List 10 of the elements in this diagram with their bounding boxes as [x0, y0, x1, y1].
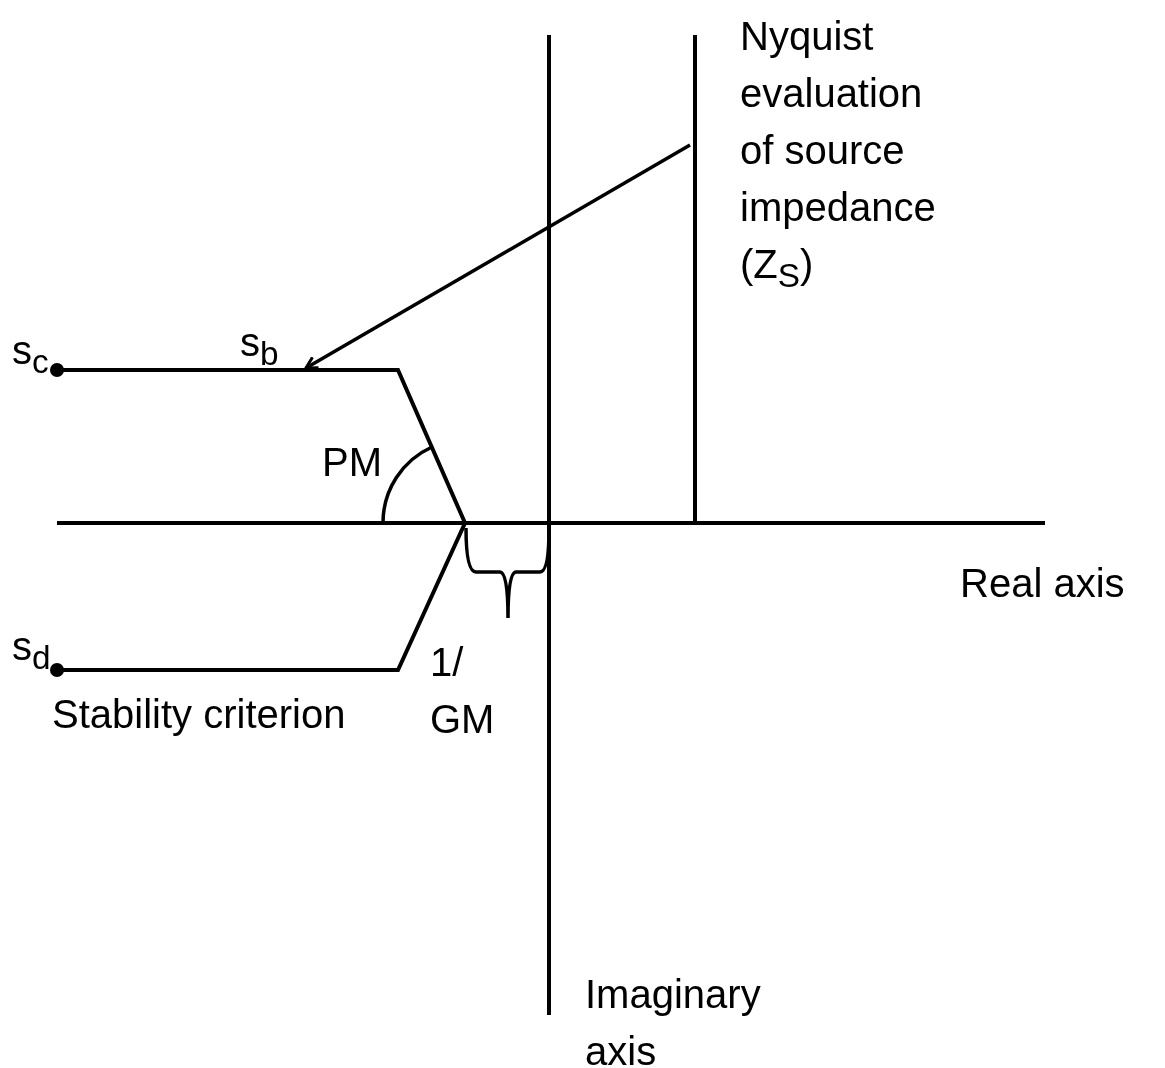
- region-label: Stability criterion: [52, 691, 347, 738]
- axis-label: Imaginary axis: [585, 971, 762, 1068]
- point-label: s$_{b}$: [240, 319, 280, 374]
- axis-label: Real axis: [960, 560, 1126, 607]
- margin-label: 1/ GM: [430, 639, 496, 743]
- point-label: s$_{c}$: [12, 327, 50, 382]
- curve-label: Nyquist evaluation of source impedance (Z$_{S}$): [740, 13, 937, 296]
- point-label: s$_{d}$: [12, 623, 52, 678]
- angle-label: PM: [322, 439, 383, 486]
- arrow: [304, 143, 691, 370]
